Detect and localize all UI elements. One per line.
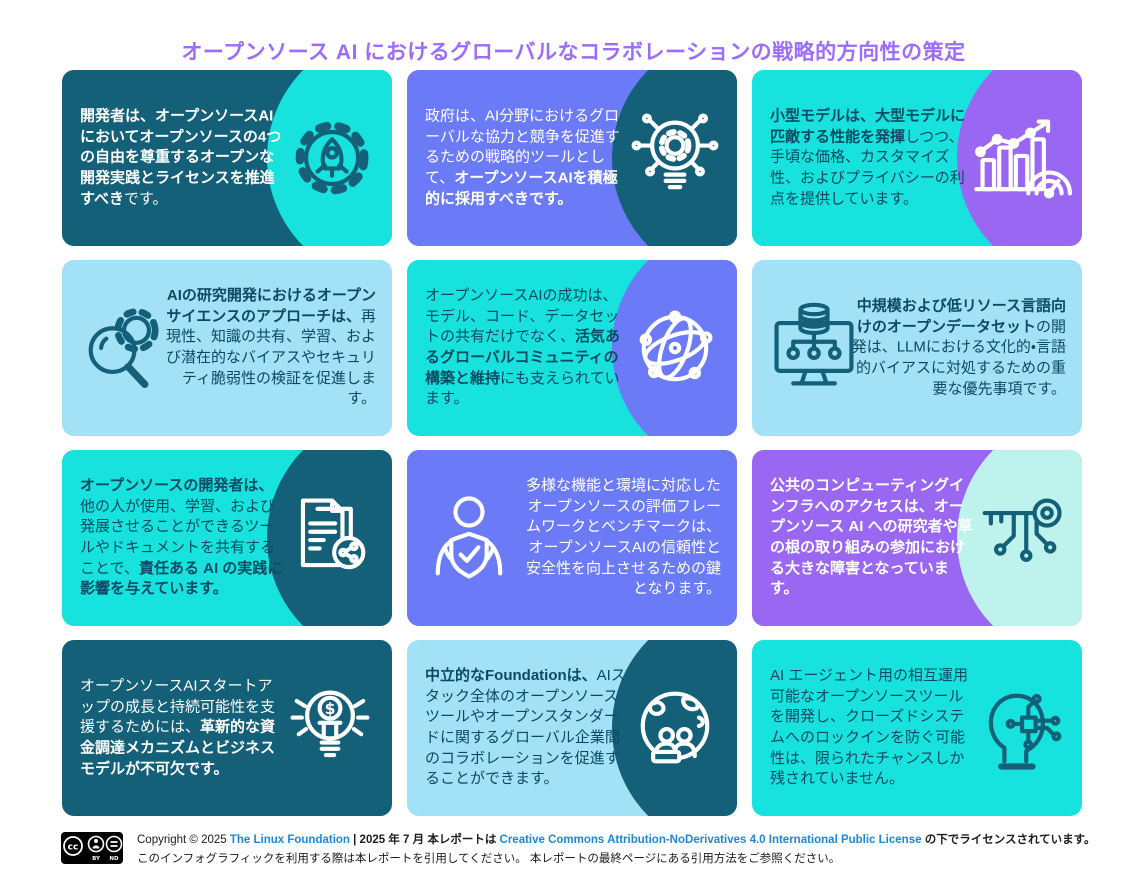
card-text: AI エージェント用の相互運用可能なオープンソースツールを開発し、クローズドシス… [770, 666, 969, 788]
card-text: 開発者は、オープンソースAIにおいてオープンソースの4つの自由を尊重するオープン… [80, 107, 282, 208]
bar-chart-gauge-icon [968, 106, 1072, 210]
card-grid: 開発者は、オープンソースAIにおいてオープンソースの4つの自由を尊重するオープン… [62, 70, 1082, 816]
card-global-community: オープンソースAIの成功は、モデル、コード、データセットの共有だけでなく、活気あ… [407, 260, 737, 436]
card-text: 小型モデルは、大型モデルに匹敵する性能を発揮しつつ、手頃な価格、カスタマイズ性、… [770, 107, 966, 208]
svg-text:cc: cc [68, 843, 79, 853]
card-funding-models: オープンソースAIスタートアップの成長と持続可能性を支援するためには、革新的な資… [62, 640, 392, 816]
card-compute-access: 公共のコンピューティングインフラへのアクセスは、オープンソース AI への研究者… [752, 450, 1082, 626]
svg-text:BY: BY [92, 856, 101, 862]
svg-text:ND: ND [109, 856, 119, 862]
card-text: 多様な機能と環境に対応したオープンソースの評価フレームワークとベンチマークは、オ… [525, 476, 721, 598]
documents-share-icon [278, 486, 382, 590]
footer-line-copyright: Copyright © 2025 The Linux Foundation | … [137, 834, 1096, 846]
footer-text: Copyright © 2025 The Linux Foundation | … [137, 831, 1095, 869]
card-government-adoption: 政府は、AI分野におけるグローバルな協力と競争を促進するための戦略的ツールとして… [407, 70, 737, 246]
card-open-datasets: 中規模および低リソース言語向けのオープンデータセットの開発は、LLMにおける文化… [752, 260, 1082, 436]
rocket-gear-icon [278, 106, 382, 210]
card-neutral-foundation: 中立的なFoundationは、AIスタック全体のオープンソースツールやオープン… [407, 640, 737, 816]
card-open-development-practices: 開発者は、オープンソースAIにおいてオープンソースの4つの自由を尊重するオープン… [62, 70, 392, 246]
card-text: オープンソースAIスタートアップの成長と持続可能性を支援するためには、革新的な資… [80, 677, 276, 778]
card-text: オープンソースの開発者は、他の人が使用、学習、および発展させることができるツール… [80, 476, 283, 598]
circle-decoration [612, 260, 737, 436]
card-evaluation-benchmarks: 多様な機能と環境に対応したオープンソースの評価フレームワークとベンチマークは、オ… [407, 450, 737, 626]
lightbulb-gear-circuit-icon [623, 106, 727, 210]
key-circuit-icon [968, 486, 1072, 590]
card-small-models: 小型モデルは、大型モデルに匹敵する性能を発揮しつつ、手頃な価格、カスタマイズ性、… [752, 70, 1082, 246]
globe-network-icon [623, 296, 727, 400]
magnifier-gear-icon [72, 296, 176, 400]
card-text: 中規模および低リソース言語向けのオープンデータセットの開発は、LLMにおける文化… [851, 297, 1066, 398]
card-text: AIの研究開発におけるオープンサイエンスのアプローチは、再現性、知識の共有、学習… [165, 286, 376, 408]
card-text: 公共のコンピューティングインフラへのアクセスは、オープンソース AI への研究者… [770, 476, 973, 598]
card-text: オープンソースAIの成功は、モデル、コード、データセットの共有だけでなく、活気あ… [425, 286, 621, 408]
page-title: オープンソース AI におけるグローバルなコラボレーションの戦略的方向性の策定 [181, 41, 966, 65]
monitor-database-icon [762, 296, 866, 400]
footer-line-citation: このインフォグラフィックを利用する際は本レポートを引用してください。 本レポート… [137, 852, 841, 865]
card-interoperable-agents: AI エージェント用の相互運用可能なオープンソースツールを開発し、クローズドシス… [752, 640, 1082, 816]
globe-people-icon [623, 676, 727, 780]
footer-link[interactable]: Creative Commons Attribution-NoDerivativ… [499, 834, 922, 846]
card-text: 中立的なFoundationは、AIスタック全体のオープンソースツールやオープン… [425, 666, 626, 788]
circle-decoration [267, 450, 392, 626]
cc-by-nd-license-badge: cc BY ND [60, 831, 124, 870]
circle-decoration [957, 450, 1082, 626]
person-shield-check-icon [417, 486, 521, 590]
head-circuit-icon [968, 676, 1072, 780]
svg-text:$: $ [325, 700, 336, 718]
card-text: 政府は、AI分野におけるグローバルな協力と競争を促進するための戦略的ツールとして… [425, 107, 620, 208]
footer-link[interactable]: The Linux Foundation [229, 834, 350, 846]
lightbulb-dollar-icon: $ [278, 676, 382, 780]
card-open-science: AIの研究開発におけるオープンサイエンスのアプローチは、再現性、知識の共有、学習… [62, 260, 392, 436]
circle-decoration [612, 640, 737, 816]
card-responsible-ai: オープンソースの開発者は、他の人が使用、学習、および発展させることができるツール… [62, 450, 392, 626]
footer: cc BY ND Copyright © 2025 The Linux Foun… [60, 831, 1095, 870]
